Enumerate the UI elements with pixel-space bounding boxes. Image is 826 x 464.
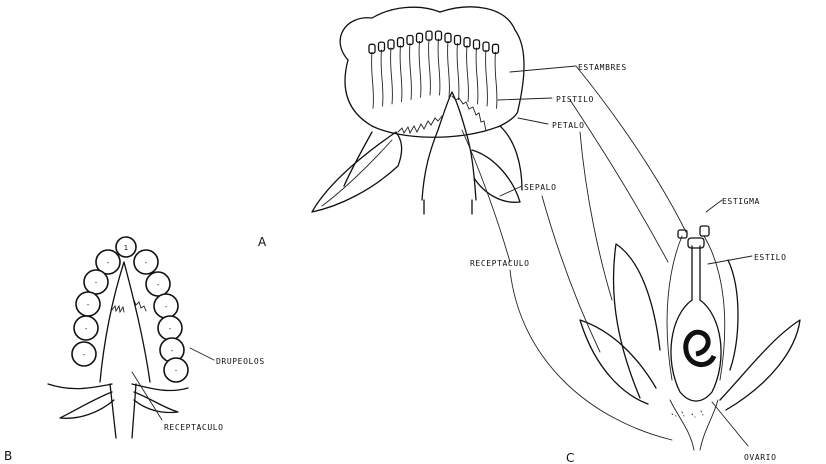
figure-letter-b: B xyxy=(4,449,12,463)
leader-drupeolos xyxy=(190,348,214,360)
fruit-sepal-left xyxy=(48,384,112,389)
stamen-filament xyxy=(457,44,459,100)
label-petalo: PETALO xyxy=(552,121,585,130)
stamen-filament xyxy=(381,50,383,106)
leader-pistilo xyxy=(498,98,552,100)
sepal-left-inner xyxy=(344,132,372,186)
label-sepalo: SEPALO xyxy=(524,183,557,192)
stamen-filament xyxy=(467,46,469,102)
leader-petalo xyxy=(518,118,548,124)
stamen-filament xyxy=(372,52,374,108)
label-ovario: OVARIO xyxy=(744,453,777,462)
leader-receptaculo-a xyxy=(510,270,672,440)
petal-c-left-back xyxy=(613,244,660,398)
cup-left-wall xyxy=(345,60,372,126)
receptacle-cone xyxy=(422,92,476,200)
fruit-stem xyxy=(110,384,136,438)
receptacle-jagged-right xyxy=(452,96,486,131)
stamen-filament xyxy=(495,52,497,108)
petal-back-left xyxy=(340,7,440,60)
figure-letter-a: A xyxy=(258,235,267,249)
stigma xyxy=(688,238,704,248)
stamen-filament xyxy=(448,41,450,97)
stamens xyxy=(369,31,499,108)
label-estigma: ESTIGMA xyxy=(722,197,760,206)
figure-b-fruit: 1----------- xyxy=(48,237,188,438)
leader-estigma xyxy=(706,200,722,212)
stamen-filament xyxy=(391,48,393,104)
stamen-filament xyxy=(476,48,478,104)
sepal-right-outer xyxy=(500,126,522,190)
stamen-filament xyxy=(429,39,431,95)
stamen-filament xyxy=(438,39,440,95)
receptacle-c-base xyxy=(670,400,718,450)
leader-sepalo-c xyxy=(542,196,600,352)
leader-pistilo-c xyxy=(570,100,668,262)
sepal-left-vein xyxy=(322,140,392,206)
leader-estambres xyxy=(510,66,576,72)
stamen-filament xyxy=(410,44,412,100)
anther-right xyxy=(700,226,709,236)
leader-estambres-c xyxy=(576,66,686,232)
leader-sepalo xyxy=(500,186,522,196)
label-receptaculo-b: RECEPTACULO xyxy=(164,423,224,432)
sepal-right xyxy=(472,150,520,202)
label-estilo: ESTILO xyxy=(754,253,787,262)
petal-c-right-back xyxy=(728,260,738,370)
stamen-filament xyxy=(400,46,402,102)
figure-a-flower xyxy=(312,7,524,214)
receptacle-jagged-left xyxy=(398,116,442,133)
stamen-filament xyxy=(419,41,421,97)
receptacle-b-jag-left xyxy=(112,306,124,312)
label-estambres: ESTAMBRES xyxy=(578,63,627,72)
stamen-arc-left xyxy=(667,236,682,380)
figure-letter-c: C xyxy=(566,451,574,464)
label-pistilo: PISTILO xyxy=(556,95,594,104)
stamen-filament xyxy=(486,50,488,106)
leader-receptaculo-a-top xyxy=(462,130,510,262)
ovary-body xyxy=(671,300,721,401)
leader-ovario xyxy=(712,402,748,446)
ovary-spiral xyxy=(686,332,714,364)
drupelet-mark: 1 xyxy=(124,244,128,252)
label-drupeolos: DRUPEOLOS xyxy=(216,357,265,366)
label-receptaculo-a: RECEPTACULO xyxy=(470,259,530,268)
fruit-leaf-left xyxy=(60,392,114,418)
leader-lines xyxy=(132,66,752,446)
fruit-leaf-right xyxy=(134,392,178,413)
leader-receptaculo-b xyxy=(132,372,162,420)
pistil-style xyxy=(692,246,700,300)
